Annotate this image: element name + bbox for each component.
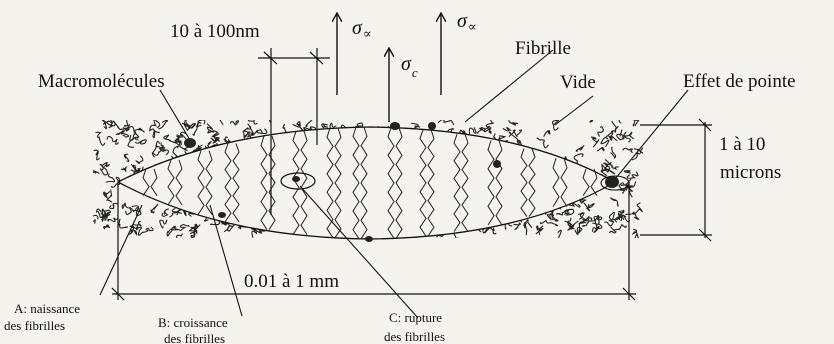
polymer-strand bbox=[619, 211, 624, 215]
polymer-strand bbox=[624, 171, 630, 173]
polymer-strand bbox=[91, 215, 98, 223]
polymer-strand bbox=[83, 172, 95, 178]
polymer-band bbox=[83, 112, 644, 244]
polymer-strand bbox=[509, 120, 518, 125]
polymer-strand bbox=[438, 119, 453, 125]
polymer-strand bbox=[633, 119, 639, 126]
polymer-strand bbox=[149, 129, 159, 138]
polymer-strand bbox=[267, 112, 271, 122]
polymer-strand bbox=[614, 115, 622, 123]
polymer-strand bbox=[601, 138, 609, 147]
label-a-2: des fibrilles bbox=[4, 318, 65, 333]
polymer-strand bbox=[611, 147, 616, 157]
label-b-1: B: croissance bbox=[158, 315, 228, 330]
polymer-strand bbox=[610, 162, 618, 169]
polymer-strand bbox=[103, 191, 110, 197]
polymer-strand bbox=[104, 225, 110, 229]
polymer-strand bbox=[122, 203, 131, 209]
polymer-strand bbox=[598, 127, 604, 137]
polymer-strand bbox=[595, 217, 602, 225]
polymer-strand bbox=[131, 164, 137, 172]
polymer-strand bbox=[176, 234, 183, 242]
polymer-strand bbox=[591, 137, 599, 147]
label-c-1: C: rupture bbox=[389, 310, 442, 325]
polymer-strand bbox=[623, 148, 633, 152]
label-b-2: des fibrilles bbox=[164, 331, 225, 344]
polymer-strand bbox=[469, 127, 476, 133]
polymer-strand bbox=[151, 204, 158, 213]
polymer-strand bbox=[537, 138, 548, 148]
polymer-strand bbox=[605, 168, 614, 174]
polymer-strand bbox=[453, 233, 460, 244]
polymer-strand bbox=[110, 203, 118, 208]
fibrille-label: Fibrille bbox=[515, 38, 571, 59]
polymer-strand bbox=[579, 213, 585, 217]
polymer-strand bbox=[576, 145, 584, 151]
thickness-label-1: 1 à 10 bbox=[719, 134, 765, 155]
effet-label: Effet de pointe bbox=[683, 71, 796, 92]
polymer-strand bbox=[180, 225, 189, 231]
polymer-strand bbox=[189, 124, 195, 129]
polymer-strand bbox=[219, 116, 224, 125]
polymer-strand bbox=[524, 224, 527, 235]
vide-label: Vide bbox=[560, 72, 596, 93]
thickness-dimension bbox=[640, 119, 712, 241]
polymer-strand bbox=[306, 117, 312, 127]
polymer-strand bbox=[162, 209, 169, 216]
polymer-strand bbox=[168, 227, 180, 233]
polymer-strand bbox=[579, 222, 585, 233]
polymer-strand bbox=[584, 203, 594, 211]
polymer-strand bbox=[108, 215, 118, 222]
polymer-strand bbox=[248, 116, 257, 124]
polymer-strand bbox=[605, 219, 618, 226]
length-label: 0.01 à 1 mm bbox=[244, 271, 339, 292]
polymer-strand bbox=[107, 136, 119, 144]
polymer-strand bbox=[615, 213, 620, 222]
polymer-strand bbox=[575, 228, 582, 235]
polymer-strand bbox=[94, 150, 100, 160]
polymer-strand bbox=[544, 130, 550, 137]
polymer-strand bbox=[135, 140, 146, 144]
polymer-strand bbox=[170, 212, 182, 217]
thickness-label-2: microns bbox=[720, 162, 781, 183]
polymer-strand bbox=[121, 167, 126, 171]
polymer-strand bbox=[126, 116, 134, 126]
polymer-strand bbox=[626, 213, 639, 220]
polymer-strand bbox=[136, 156, 143, 164]
polymer-strand bbox=[613, 225, 626, 231]
polymer-strand bbox=[257, 129, 267, 134]
polymer-strand bbox=[119, 219, 127, 228]
polymer-strand bbox=[230, 121, 238, 125]
polymer-strand bbox=[124, 154, 128, 161]
polymer-strand bbox=[553, 120, 559, 130]
sigma-c: σc bbox=[401, 53, 418, 80]
macromolecules-label: Macromolécules bbox=[38, 71, 165, 92]
gap-label: 10 à 100nm bbox=[170, 21, 260, 42]
polymer-strand bbox=[322, 123, 328, 128]
polymer-strand bbox=[514, 223, 521, 230]
sigma-inf-left: σ∝ bbox=[352, 17, 372, 41]
polymer-strand bbox=[634, 203, 643, 215]
polymer-strand bbox=[610, 198, 618, 207]
polymer-strand bbox=[142, 227, 153, 233]
polymer-strand bbox=[590, 116, 595, 122]
polymer-strand bbox=[121, 132, 129, 137]
label-c-2: des fibrilles bbox=[384, 329, 445, 344]
polymer-strand bbox=[486, 119, 493, 129]
sigma-inf-right: σ∝ bbox=[457, 10, 477, 34]
polymer-strand bbox=[160, 220, 167, 228]
polymer-strand bbox=[96, 132, 105, 145]
polymer-strand bbox=[87, 168, 100, 174]
polymer-strand bbox=[633, 229, 638, 238]
polymer-strand bbox=[565, 218, 573, 227]
polymer-strand bbox=[164, 135, 170, 140]
label-a-1: A: naissance bbox=[14, 301, 80, 316]
polymer-strand bbox=[503, 127, 511, 131]
polymer-strand bbox=[597, 148, 604, 151]
polymer-strand bbox=[135, 128, 144, 134]
polymer-strand bbox=[548, 230, 561, 244]
